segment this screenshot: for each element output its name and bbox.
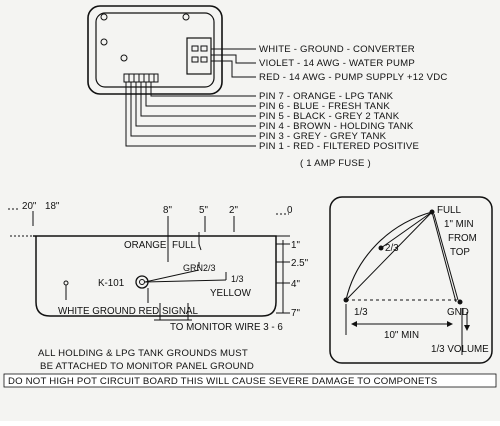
dim-0: 0 — [287, 205, 293, 216]
probe-gnd-icon — [457, 299, 463, 305]
pin-wires — [125, 82, 256, 147]
wire-label-pin3: PIN 3 - GREY - GREY TANK — [259, 131, 387, 142]
warning-banner — [3, 373, 497, 388]
wire-label-pin6: PIN 6 - BLUE - FRESH TANK — [259, 101, 390, 112]
ground-probe-icon — [63, 280, 69, 286]
pump-wires — [211, 48, 256, 78]
probe-full-icon — [429, 209, 435, 215]
side-label-full: FULL — [437, 205, 462, 216]
wire-label-white-ground: WHITE - GROUND - CONVERTER — [259, 44, 415, 55]
dim-8in: 8" — [163, 205, 172, 216]
k101-module-icon — [135, 275, 149, 289]
notes: ALL HOLDING & LPG TANK GROUNDS MUST BE A… — [3, 348, 497, 388]
dim-4in: 4" — [291, 279, 300, 290]
tank-front-view: 20" 18" 8" 5" 2" 0 — [8, 201, 309, 333]
side-from-top-line3: TOP — [450, 247, 470, 258]
pump-terminal-block — [186, 37, 212, 75]
dim-18in: 18" — [45, 201, 60, 212]
tank-side-view: FULL 1" MIN FROM TOP 2/3 1/3 GND 10" MIN… — [329, 196, 493, 364]
dim-7in: 7" — [291, 308, 300, 319]
grounding-note-line2: BE ATTACHED TO MONITOR PANEL GROUND — [40, 361, 254, 372]
wire-label-pin5: PIN 5 - BLACK - GREY 2 TANK — [259, 111, 400, 122]
side-label-one-third: 1/3 — [354, 307, 368, 318]
side-from-top-line2: FROM — [448, 233, 477, 244]
label-k101: K-101 — [98, 278, 124, 289]
side-label-volume: 1/3 VOLUME — [431, 344, 489, 355]
label-one-third: 1/3 — [231, 274, 244, 284]
monitor-panel — [87, 5, 223, 95]
probe-two-thirds-icon — [378, 245, 384, 251]
label-orange: ORANGE — [124, 240, 167, 251]
label-two-thirds: 2/3 — [203, 263, 216, 273]
side-label-gnd: GND — [447, 307, 469, 318]
screw-icon — [182, 13, 190, 21]
wire-label-red-supply: RED - 14 AWG - PUMP SUPPLY +12 VDC — [259, 72, 448, 83]
label-grn: GRN — [183, 263, 203, 273]
wire-label-pin1: PIN 1 - RED - FILTERED POSITIVE — [259, 141, 419, 152]
dim-2in: 2" — [229, 205, 238, 216]
screw-icon — [100, 38, 108, 46]
wire-label-pin4: PIN 4 - BROWN - HOLDING TANK — [259, 121, 414, 132]
monitor-wire-note: TO MONITOR WIRE 3 - 6 — [170, 322, 283, 333]
warning-note: DO NOT HIGH POT CIRCUIT BOARD THIS WILL … — [8, 376, 437, 387]
grounding-note-line1: ALL HOLDING & LPG TANK GROUNDS MUST — [38, 348, 248, 359]
label-full: FULL — [172, 240, 197, 251]
label-yellow: YELLOW — [210, 288, 252, 299]
side-label-two-thirds: 2/3 — [385, 243, 399, 254]
label-white-ground-red-signal: WHITE GROUND RED SIGNAL — [58, 306, 198, 317]
dim-1in: 1" — [291, 240, 300, 251]
side-from-top-line1: 1" MIN — [444, 219, 474, 230]
probe-one-third-icon — [343, 297, 349, 303]
screw-icon — [120, 54, 128, 62]
dim-5in: 5" — [199, 205, 208, 216]
wire-label-pin7: PIN 7 - ORANGE - LPG TANK — [259, 91, 394, 102]
screw-icon — [100, 13, 108, 21]
wire-label-violet-pump: VIOLET - 14 AWG - WATER PUMP — [259, 58, 415, 69]
side-label-min-dim: 10" MIN — [384, 330, 419, 341]
fuse-note: ( 1 AMP FUSE ) — [300, 158, 371, 169]
wiring-label-list: WHITE - GROUND - CONVERTER VIOLET - 14 A… — [259, 44, 448, 169]
side-label-from-top: 1" MIN FROM TOP — [444, 219, 480, 258]
dim-20in: 20" — [22, 201, 37, 212]
dim-2-5in: 2.5" — [291, 258, 309, 269]
